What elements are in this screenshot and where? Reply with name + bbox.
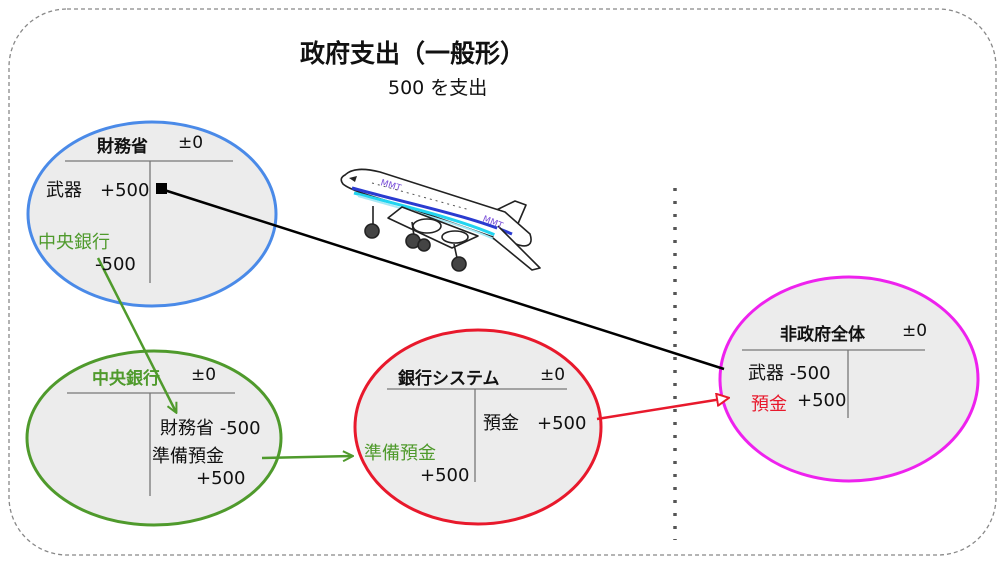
mof-debit-weapons: 武器 +500 — [46, 180, 150, 201]
mof-credit-cb-label: 中央銀行 — [38, 232, 110, 253]
arrow-weapons-transfer — [160, 187, 725, 371]
nongov-debit-deposits-label: 預金 — [751, 394, 787, 415]
cb-credit-reserves-label: 準備預金 — [152, 446, 224, 467]
bank-debit-reserves-label: 準備預金 — [364, 443, 436, 464]
arrow-weapons-square-end — [156, 183, 167, 194]
cb-oval — [25, 349, 283, 527]
diagram-title: 政府支出（一般形） — [300, 39, 526, 68]
nongov-oval — [718, 275, 980, 483]
mof-name: 財務省 — [97, 137, 148, 157]
nongov-balance: ±0 — [902, 321, 928, 341]
nongov-t-account — [742, 349, 925, 418]
cb-credit-mof: 財務省 -500 — [160, 418, 261, 439]
bank-name: 銀行システム — [398, 369, 500, 389]
cb-name: 中央銀行 — [92, 369, 160, 389]
bank-debit-reserves-value: +500 — [420, 465, 470, 486]
nongov-debit-deposits-value: +500 — [797, 390, 847, 411]
arrow-bank-to-nongov — [596, 398, 728, 421]
arrow-mof-to-cb — [96, 257, 176, 412]
arrow-cb-to-bank — [261, 456, 352, 458]
bank-credit-deposits: 預金 +500 — [483, 413, 587, 434]
cb-t-account — [67, 392, 235, 496]
mof-balance: ±0 — [178, 133, 204, 153]
mof-t-account — [65, 160, 233, 283]
cb-balance: ±0 — [191, 365, 217, 385]
diagram-subtitle: 500 を支出 — [388, 77, 488, 99]
nongov-debit-weapons: 武器 -500 — [748, 363, 831, 384]
bank-t-account — [387, 388, 567, 482]
cb-credit-reserves-value: +500 — [196, 468, 246, 489]
airplane-illustration: MMT MMT — [340, 168, 541, 272]
bank-oval — [353, 328, 603, 526]
mof-oval — [26, 120, 278, 308]
outer-frame — [8, 8, 997, 556]
nongov-name: 非政府全体 — [780, 325, 865, 345]
mof-credit-cb-value: -500 — [95, 254, 136, 275]
bank-balance: ±0 — [540, 365, 566, 385]
